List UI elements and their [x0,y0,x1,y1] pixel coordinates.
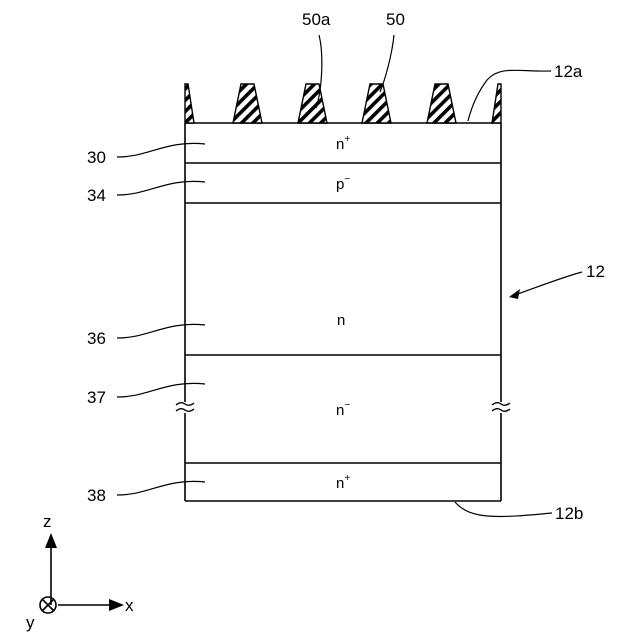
ref-12b: 12b [555,504,583,523]
protrusion [298,84,327,123]
axis-label-y: y [26,613,35,632]
protrusion [233,84,262,123]
layer-label-p-minus: p− [336,174,350,193]
arrowhead-12 [509,289,520,299]
ref-34: 34 [87,186,106,205]
z-arrowhead [45,533,57,548]
coordinate-axes: z x y [26,512,134,632]
layer-label-bottom-n-plus: n+ [336,473,350,492]
leader-34 [117,181,205,195]
ref-37: 37 [87,388,106,407]
layer-label-n-minus: n− [336,400,350,419]
x-arrowhead [109,599,124,611]
ref-50: 50 [386,10,405,29]
layer-label-top-n-plus: n+ [336,134,350,153]
protrusion [427,84,456,123]
leader-37 [117,383,205,397]
leader-12b [455,502,552,516]
leader-12a [468,70,551,121]
protrusion [185,84,194,123]
protrusion-array [185,84,501,123]
protrusion [492,84,501,123]
ref-38: 38 [87,486,106,505]
ref-36: 36 [87,329,106,348]
break-mark-right [492,403,510,412]
ref-12: 12 [586,262,605,281]
leader-30 [117,143,205,157]
axis-label-z: z [43,512,52,531]
ref-12a: 12a [554,62,583,81]
protrusion [362,84,391,123]
layer-label-n: n [337,312,345,329]
break-mark-left [176,403,194,412]
leader-36 [117,324,205,338]
leader-12 [512,272,582,296]
leader-38 [117,481,205,495]
y-into-page-symbol [40,597,56,613]
axis-label-x: x [125,596,134,615]
ref-30: 30 [87,148,106,167]
ref-50a: 50a [302,10,331,29]
